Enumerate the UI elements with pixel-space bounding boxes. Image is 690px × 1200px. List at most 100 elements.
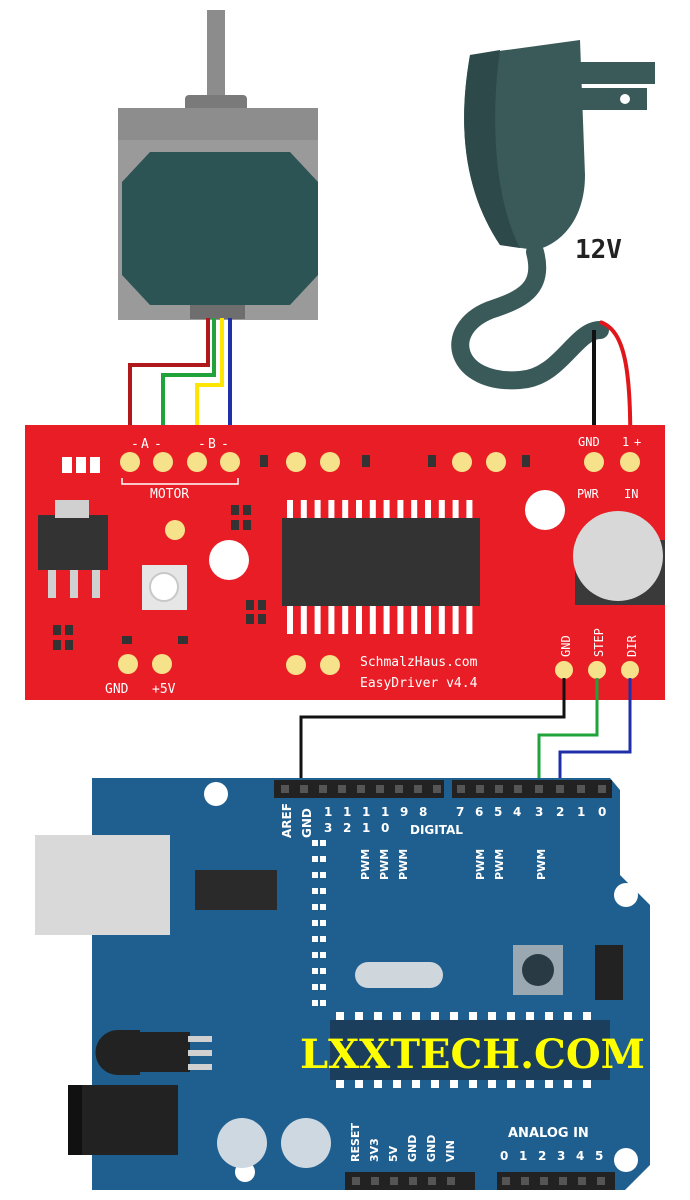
atmega-pin [545, 1012, 553, 1020]
header-pin [476, 785, 484, 793]
wire-green-a [161, 318, 216, 462]
reset-label: RESET [349, 1123, 362, 1162]
atmega-pin [412, 1012, 420, 1020]
atmega-pin [469, 1080, 477, 1088]
gnd2-label: GND [425, 1135, 438, 1162]
atmega-chip [330, 1020, 610, 1080]
pwr-vin-pad [620, 452, 640, 472]
atmega-pin [564, 1012, 572, 1020]
chip-leg [397, 500, 404, 518]
atmega-pin [450, 1012, 458, 1020]
atmega-pin [526, 1012, 534, 1020]
adapter-prong-top [560, 62, 655, 84]
control-wires [299, 678, 632, 795]
header-pin [556, 785, 564, 793]
stepper-motor [118, 10, 318, 320]
chip-leg [438, 500, 445, 518]
ctrl-gnd-label: GND [559, 635, 573, 657]
easydriver-board: - A - - B - MOTOR [25, 425, 665, 700]
pin-2: 2 [556, 805, 564, 819]
atmega-pin [450, 1080, 458, 1088]
chip-leg [411, 606, 418, 634]
chip-leg [425, 500, 431, 518]
chip-leg [300, 500, 307, 518]
watermark-text: LXXTECH.COM [300, 1031, 645, 1078]
pwr-label: PWR [577, 487, 599, 501]
header-pin [540, 1177, 548, 1185]
trace-dot [312, 952, 318, 958]
pin-8: 8 [419, 805, 427, 819]
chip-leg [287, 606, 293, 634]
header-pin [300, 785, 308, 793]
motor-connector [190, 305, 245, 319]
vin-label: VIN [444, 1140, 457, 1162]
atmega-pin [488, 1080, 496, 1088]
pwm-label-11: PWM [359, 849, 372, 880]
model-label: EasyDriver v4.4 [360, 676, 478, 691]
trace-dot [320, 872, 326, 878]
motor-header-pins [120, 452, 240, 472]
motor-pin-b-label: B [208, 437, 216, 452]
atmega-pin [507, 1080, 515, 1088]
pin-13-b: 3 [324, 821, 332, 835]
header-pin [495, 785, 503, 793]
header-pin [521, 1177, 529, 1185]
wire-step-green [537, 678, 599, 795]
chip-leg [383, 500, 390, 518]
trace-dot [320, 888, 326, 894]
header-pin [376, 785, 384, 793]
atmega-pin [355, 1012, 363, 1020]
pin-9: 9 [400, 805, 408, 819]
analog-0: 0 [500, 1149, 508, 1163]
usb-ic [195, 870, 277, 910]
pin-12-b: 2 [343, 821, 351, 835]
analog-in-label: ANALOG IN [508, 1126, 589, 1141]
voltage-regulator [38, 515, 108, 570]
atmega-pin [355, 1080, 363, 1088]
atmega-pin [431, 1012, 439, 1020]
motor-pad-a1 [120, 452, 140, 472]
adapter-cable [451, 243, 609, 390]
bottom-5v-label: +5V [152, 682, 176, 697]
motor-label: MOTOR [150, 487, 189, 502]
v33-label: 3V3 [368, 1138, 381, 1162]
header-pin [535, 785, 543, 793]
pwm-label-10: PWM [378, 849, 391, 880]
mount-hole-left [209, 540, 249, 580]
pin-11-a: 1 [362, 805, 370, 819]
header-pin [597, 1177, 605, 1185]
gnd-label: GND [300, 808, 314, 838]
chip-leg [452, 606, 459, 634]
header-pin [319, 785, 327, 793]
chip-leg [369, 606, 376, 634]
atmega-pin [431, 1080, 439, 1088]
mount-hole-right [525, 490, 565, 530]
header-pin [371, 1177, 379, 1185]
atmega-pin [393, 1080, 401, 1088]
trace-dot [312, 984, 318, 990]
motor-pad-b1 [187, 452, 207, 472]
chip-leg [300, 606, 307, 634]
motor-shaft [207, 10, 225, 105]
chip-leg [369, 500, 376, 518]
pin-4: 4 [513, 805, 521, 819]
motor-face [122, 152, 318, 305]
trace-dot [320, 904, 326, 910]
atmega-pin [583, 1012, 591, 1020]
header-pin [502, 1177, 510, 1185]
chip-leg [383, 606, 390, 634]
chip-leg [287, 500, 293, 518]
pin-11-b: 1 [362, 821, 370, 835]
atmega-pin [526, 1080, 534, 1088]
pin-0: 0 [598, 805, 606, 819]
motor-pad-b2 [220, 452, 240, 472]
trace-dot [320, 1000, 326, 1006]
ctrl-step-pad [588, 661, 606, 679]
header-pin [559, 1177, 567, 1185]
trace-dot [312, 840, 318, 846]
svg-text:-: - [131, 437, 139, 452]
analog-3: 3 [557, 1149, 565, 1163]
pwr-one-label: 1 [622, 435, 629, 449]
v5-label: 5V [387, 1145, 400, 1162]
pin-5: 5 [494, 805, 502, 819]
